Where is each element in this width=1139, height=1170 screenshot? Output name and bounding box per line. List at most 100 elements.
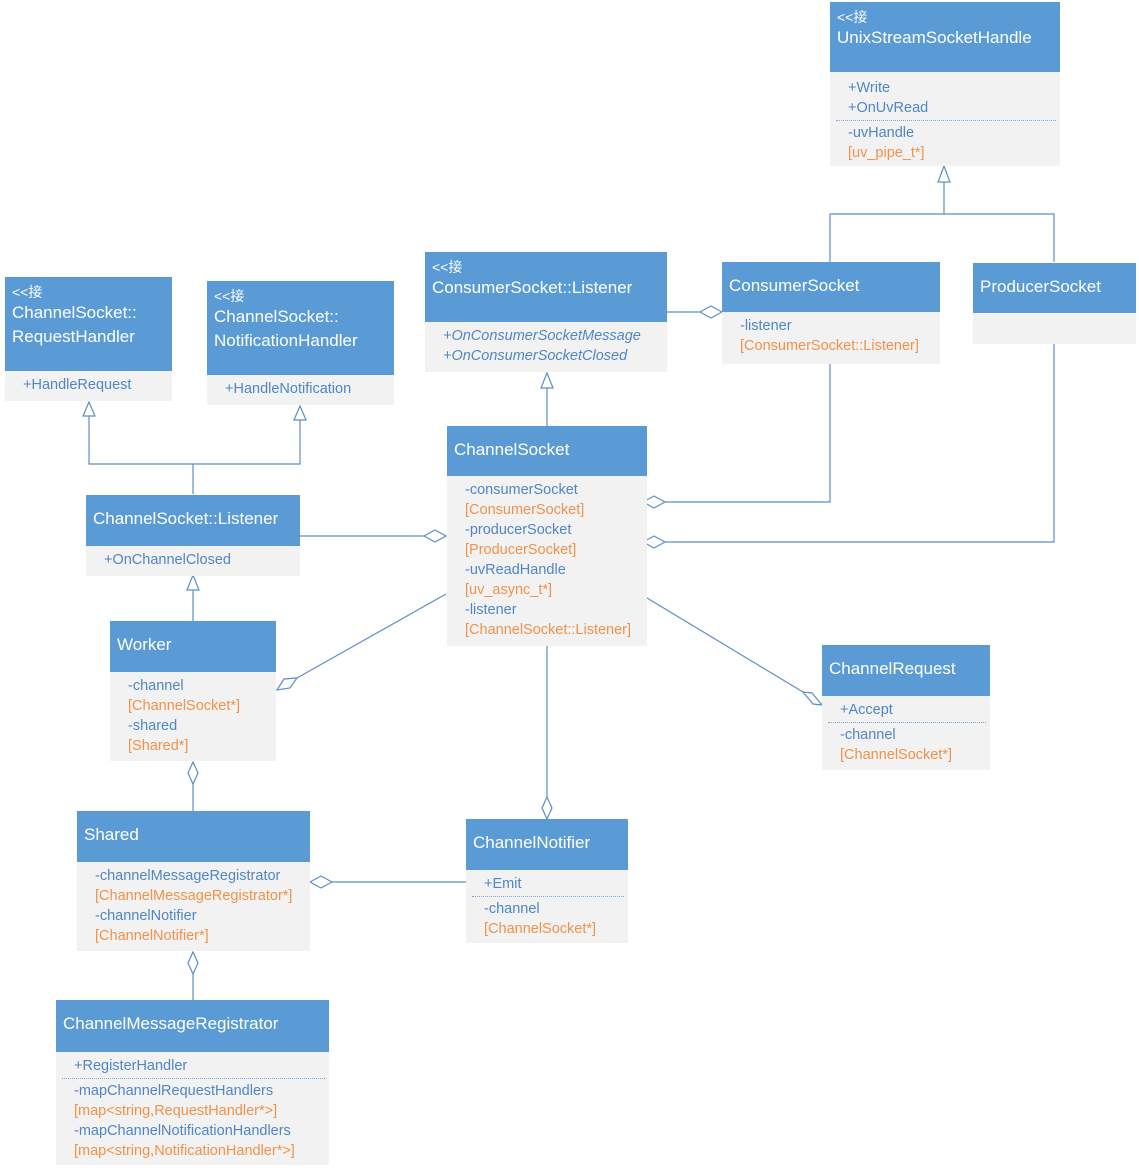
class-header: Shared — [77, 811, 310, 862]
class-header: ChannelRequest — [822, 645, 990, 696]
operation: +OnConsumerSocketClosed — [443, 348, 628, 364]
stereotype-label: <<接 — [12, 284, 43, 300]
attribute-name: -consumerSocket — [465, 482, 578, 498]
class-header: ChannelNotifier — [466, 819, 628, 870]
attribute-type: [ChannelSocket*] — [128, 698, 241, 714]
class-name: ChannelSocket::Listener — [93, 509, 279, 528]
operation: +RegisterHandler — [74, 1058, 188, 1074]
class-channel-socket-listener[interactable]: ChannelSocket::Listener +OnChannelClosed — [86, 495, 300, 576]
attribute-name: -listener — [465, 602, 517, 618]
operation: +OnChannelClosed — [104, 552, 231, 568]
compartment-divider — [472, 896, 624, 897]
attribute-type: [ChannelSocket*] — [840, 747, 953, 763]
attribute-type: [map<string,RequestHandler*>] — [74, 1103, 278, 1119]
attribute-name: -channelMessageRegistrator — [95, 868, 281, 884]
compartment-divider — [62, 1078, 325, 1079]
class-header: ChannelMessageRegistrator — [56, 1000, 329, 1052]
aggregation-worker-channel-socket — [296, 593, 447, 679]
attribute-name: -uvReadHandle — [465, 562, 566, 578]
aggregation-diamond-worker-shared — [187, 760, 199, 786]
class-channel-socket[interactable]: ChannelSocket -consumerSocket [ConsumerS… — [447, 426, 647, 646]
operation: +HandleRequest — [23, 377, 132, 393]
attribute-type: [ProducerSocket] — [465, 542, 577, 558]
class-name: ConsumerSocket — [729, 276, 860, 295]
class-body: -consumerSocket [ConsumerSocket] -produc… — [447, 476, 647, 646]
attribute-type: [ChannelSocket::Listener] — [465, 622, 632, 638]
class-channel-request[interactable]: ChannelRequest +Accept -channel [Channel… — [822, 645, 990, 770]
attribute-name: -mapChannelRequestHandlers — [74, 1083, 274, 1099]
inheritance-arrowhead-unix — [937, 164, 951, 183]
class-name: ProducerSocket — [980, 277, 1101, 296]
class-channel-notifier[interactable]: ChannelNotifier +Emit -channel [ChannelS… — [466, 819, 628, 943]
aggregation-diamond-consumer-socket — [698, 305, 724, 319]
class-unix-stream-socket-handle[interactable]: <<接 UnixStreamSocketHandle +Write +OnUvR… — [830, 2, 1060, 166]
attribute-name: -producerSocket — [465, 522, 572, 538]
class-header: <<接 ChannelSocket:: RequestHandler — [5, 277, 172, 371]
class-name: Worker — [117, 635, 172, 654]
generalization-listener-to-request-handler — [88, 416, 194, 494]
aggregation-diamond-channel-notifier — [541, 795, 553, 821]
operation: +Emit — [484, 876, 522, 892]
operation: +Accept — [840, 702, 893, 718]
class-notification-handler[interactable]: <<接 ChannelSocket:: NotificationHandler … — [207, 281, 394, 405]
class-header: Worker — [110, 621, 276, 672]
compartment-divider — [828, 722, 986, 723]
attribute-type: [uv_async_t*] — [465, 582, 553, 598]
attribute-type: [uv_pipe_t*] — [848, 145, 925, 161]
class-body: +Accept -channel [ChannelSocket*] — [822, 696, 990, 770]
class-body: +OnChannelClosed — [86, 546, 300, 576]
generalization-listener-to-notification-handler — [193, 420, 301, 465]
stereotype-label: <<接 — [214, 288, 245, 304]
class-header: <<接 ConsumerSocket::Listener — [425, 252, 667, 322]
class-producer-socket[interactable]: ProducerSocket — [973, 263, 1136, 344]
class-body: +HandleRequest — [5, 371, 172, 401]
attribute-name: -channel — [484, 901, 540, 917]
aggregation-diamond-worker-channel — [275, 677, 299, 691]
inheritance-arrowhead-consumer-listener — [540, 371, 554, 389]
attribute-name: -channel — [128, 678, 184, 694]
inheritance-arrowhead-request-handler — [82, 400, 96, 417]
class-name: Shared — [84, 825, 139, 844]
class-name: ChannelNotifier — [473, 833, 591, 852]
class-worker[interactable]: Worker -channel [ChannelSocket*] -shared… — [110, 621, 276, 761]
class-request-handler[interactable]: <<接 ChannelSocket:: RequestHandler +Hand… — [5, 277, 172, 401]
class-name: ChannelSocket — [454, 440, 570, 459]
attribute-type: [ChannelNotifier*] — [95, 928, 209, 944]
class-name: ChannelSocket:: NotificationHandler — [214, 307, 358, 350]
operation: +OnUvRead — [848, 100, 929, 116]
class-body: +Write +OnUvRead -uvHandle [uv_pipe_t*] — [830, 72, 1060, 166]
attribute-type: [ConsumerSocket::Listener] — [740, 338, 919, 354]
class-body: -channelMessageRegistrator [ChannelMessa… — [77, 862, 310, 951]
aggregation-diamond-consumer-socket-field — [641, 495, 667, 509]
class-consumer-socket-listener[interactable]: <<接 ConsumerSocket::Listener +OnConsumer… — [425, 252, 667, 372]
attribute-type: [ChannelMessageRegistrator*] — [95, 888, 293, 904]
class-body — [973, 313, 1136, 344]
aggregation-channel-socket-consumer-socket — [665, 364, 831, 503]
attribute-type: [map<string,NotificationHandler*>] — [74, 1143, 295, 1159]
class-body: +OnConsumerSocketMessage +OnConsumerSock… — [425, 322, 667, 372]
class-header: <<接 UnixStreamSocketHandle — [830, 2, 1060, 72]
class-name: ChannelRequest — [829, 659, 956, 678]
class-header: ConsumerSocket — [722, 262, 940, 312]
generalization-consumer-to-unix — [829, 182, 945, 262]
class-name: ChannelMessageRegistrator — [63, 1014, 279, 1033]
class-header: ChannelSocket — [447, 426, 647, 476]
class-channel-message-registrator[interactable]: ChannelMessageRegistrator +RegisterHandl… — [56, 1000, 329, 1165]
class-body: +RegisterHandler -mapChannelRequestHandl… — [56, 1052, 329, 1165]
class-name: ConsumerSocket::Listener — [432, 278, 633, 297]
aggregation-diamond-channel-request — [801, 691, 824, 706]
class-header: <<接 ChannelSocket:: NotificationHandler — [207, 281, 394, 375]
class-body: +Emit -channel [ChannelSocket*] — [466, 870, 628, 943]
inheritance-arrowhead-channel-listener — [186, 573, 200, 591]
attribute-name: -uvHandle — [848, 125, 915, 141]
class-body: -channel [ChannelSocket*] -shared [Share… — [110, 672, 276, 761]
class-body: +HandleNotification — [207, 375, 394, 405]
class-consumer-socket[interactable]: ConsumerSocket -listener [ConsumerSocket… — [722, 262, 940, 364]
class-shared[interactable]: Shared -channelMessageRegistrator [Chann… — [77, 811, 310, 951]
aggregation-channel-request-channel-socket — [646, 597, 804, 693]
class-name: UnixStreamSocketHandle — [837, 28, 1032, 47]
aggregation-diamond-shared-notifier — [308, 875, 334, 889]
stereotype-label: <<接 — [432, 259, 463, 275]
